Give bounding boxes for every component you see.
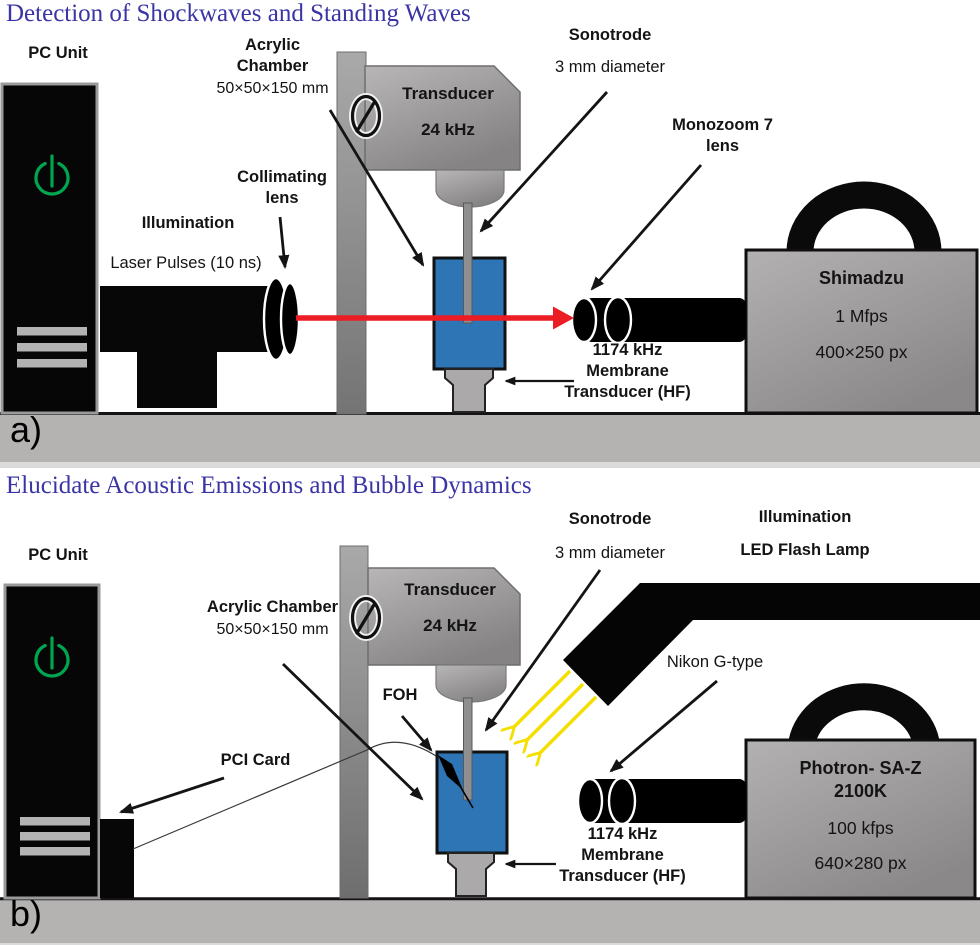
power-icon xyxy=(34,636,70,678)
collimating-arrow xyxy=(278,216,290,270)
diagram-b-shapes xyxy=(0,545,980,945)
acrylic-arrow xyxy=(328,109,425,267)
sonotrode-rod xyxy=(463,697,473,801)
camera-handle xyxy=(786,181,942,253)
section-a-title: Detection of Shockwaves and Standing Wav… xyxy=(6,0,471,27)
monozoom-label: Monozoom 7 xyxy=(672,116,773,134)
led-flash-lamp xyxy=(563,583,980,706)
laser-pulses-label: Laser Pulses (10 ns) xyxy=(110,254,262,272)
acrylic-dims-label: 50×50×150 mm xyxy=(216,80,329,97)
membrane-transducer xyxy=(447,852,495,897)
membrane-label-3: Transducer (HF) xyxy=(564,383,691,401)
foh-hydrophone xyxy=(438,755,474,809)
foh-label: FOH xyxy=(382,686,418,704)
transducer-label: Transducer xyxy=(404,580,496,599)
transducer-body xyxy=(364,65,521,171)
pc-tower xyxy=(3,583,101,900)
sonotrode-arrow xyxy=(484,569,602,732)
collimating-label-2: lens xyxy=(265,189,299,207)
transducer-horn xyxy=(435,169,505,208)
sonotrode-label: Sonotrode xyxy=(568,510,652,528)
pci-card xyxy=(100,819,134,898)
camera-fps-label: 100 kfps xyxy=(827,818,894,838)
monozoom-arrow xyxy=(590,164,703,291)
transducer-body xyxy=(367,567,521,666)
camera-name-label: Shimadzu xyxy=(818,268,904,288)
no-entry-icon xyxy=(349,93,383,139)
sonotrode-label: Sonotrode xyxy=(568,26,652,44)
camera-shimadzu xyxy=(744,248,979,415)
no-entry-icon xyxy=(349,595,383,641)
laser-beam-arrow xyxy=(296,306,574,330)
camera-fps-label: 1 Mfps xyxy=(835,306,888,326)
foh-arrow xyxy=(400,715,433,752)
transducer-horn xyxy=(435,664,507,703)
pc-vents xyxy=(17,327,87,368)
acrylic-dims-label: 50×50×150 mm xyxy=(216,621,329,638)
sonotrode-dia-label: 3 mm diameter xyxy=(554,544,666,562)
pc-unit-label: PC Unit xyxy=(28,546,88,564)
laser-emitter xyxy=(100,276,301,408)
membrane-label-1: 1174 kHz xyxy=(592,341,663,359)
panel-label-b: b) xyxy=(10,893,43,934)
pc-tower xyxy=(0,82,99,415)
monozoom-label-2: lens xyxy=(705,137,740,155)
sonotrode-rod xyxy=(463,202,473,324)
pc-unit-label: PC Unit xyxy=(28,44,88,62)
camera-res-label: 640×280 px xyxy=(814,853,907,873)
nikon-label: Nikon G-type xyxy=(666,653,764,671)
ground xyxy=(0,897,980,945)
panel-label-a: a) xyxy=(10,409,43,450)
membrane-label-1: 1174 kHz xyxy=(587,825,658,843)
pci-card-label: PCI Card xyxy=(220,751,291,769)
transducer-freq-label: 24 kHz xyxy=(421,120,475,139)
nikon-arrow xyxy=(609,679,718,773)
membrane-transducer xyxy=(444,368,494,413)
illumination-label: Illumination xyxy=(141,214,235,232)
acrylic-chamber-label: Acrylic Chamber xyxy=(206,598,339,616)
power-icon xyxy=(34,154,70,196)
section-b: Elucidate Acoustic Emissions and Bubble … xyxy=(0,470,980,945)
section-b-title: Elucidate Acoustic Emissions and Bubble … xyxy=(6,472,532,499)
monozoom-lens xyxy=(570,295,746,345)
nikon-lens xyxy=(576,776,746,826)
camera-name-label: Photron- SA-Z xyxy=(799,758,922,778)
acrylic-chamber-label: Acrylic xyxy=(244,36,301,54)
membrane-label-3: Transducer (HF) xyxy=(559,867,686,885)
led-lamp-label: LED Flash Lamp xyxy=(740,541,870,559)
acrylic-arrow xyxy=(282,662,424,801)
ground xyxy=(0,412,980,468)
membrane-label-2: Membrane xyxy=(581,846,664,864)
illumination-label: Illumination xyxy=(758,508,852,526)
camera-name-label-2: 2100K xyxy=(833,781,888,801)
sonotrode-arrow xyxy=(479,91,609,233)
flash-arrows xyxy=(512,669,598,755)
diagram-a-shapes xyxy=(0,51,980,468)
transducer-freq-label: 24 kHz xyxy=(423,616,477,635)
collimating-label: Collimating xyxy=(237,168,327,186)
membrane-label-2: Membrane xyxy=(586,362,669,380)
pci-arrow xyxy=(119,776,225,814)
transducer-label: Transducer xyxy=(402,84,494,103)
pc-vents xyxy=(20,817,90,856)
sonotrode-dia-label: 3 mm diameter xyxy=(554,58,666,76)
acrylic-chamber-label-2: Chamber xyxy=(236,57,309,75)
annotation-arrows xyxy=(119,569,718,869)
camera-res-label: 400×250 px xyxy=(815,342,908,362)
annotation-arrows xyxy=(278,91,703,386)
section-a: Detection of Shockwaves and Standing Wav… xyxy=(0,0,980,470)
camera-photron xyxy=(744,738,977,900)
camera-handle xyxy=(788,683,940,746)
